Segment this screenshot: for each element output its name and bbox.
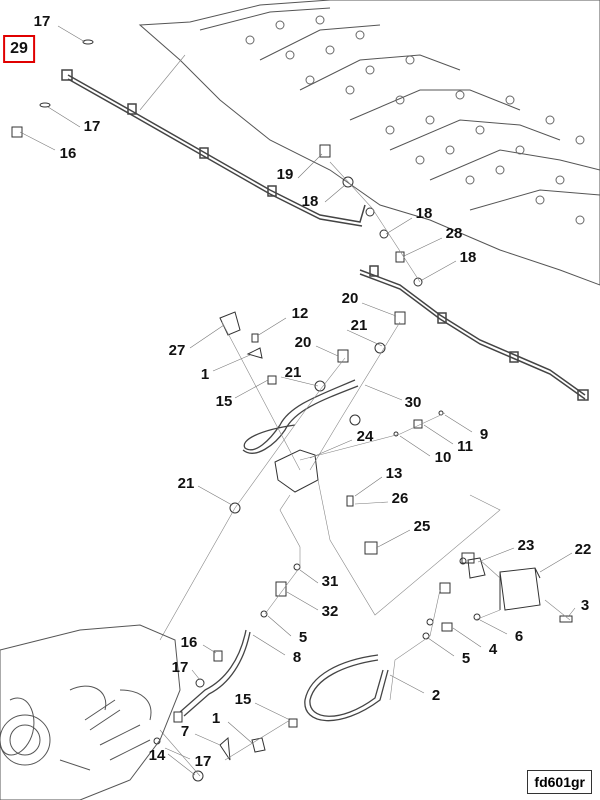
callout-10: 10: [434, 449, 452, 466]
callout-21: 21: [284, 364, 302, 381]
callout-18: 18: [301, 193, 319, 210]
callout-18: 18: [459, 249, 477, 266]
small-parts: [11, 39, 573, 782]
callout-22: 22: [574, 541, 592, 558]
callout-30: 30: [404, 394, 422, 411]
callout-15: 15: [234, 691, 252, 708]
callout-11: 11: [457, 438, 473, 455]
callout-9: 9: [479, 426, 489, 443]
callout-5: 5: [298, 629, 308, 646]
callout-1: 1: [200, 366, 210, 383]
engine-block: [138, 0, 600, 286]
callout-5: 5: [461, 650, 471, 667]
callout-28: 28: [445, 225, 463, 242]
diagram-reference-code: fd601gr: [527, 770, 592, 794]
callout-17: 17: [83, 118, 101, 135]
callout-16: 16: [180, 634, 198, 651]
alignment-lines: [139, 54, 571, 777]
callout-23: 23: [517, 537, 535, 554]
callout-3: 3: [580, 597, 590, 614]
injection-pump: [0, 624, 181, 800]
callout-8: 8: [292, 649, 302, 666]
callout-20: 20: [294, 334, 312, 351]
callout-32: 32: [321, 603, 339, 620]
callout-4: 4: [488, 641, 498, 658]
callout-18: 18: [415, 205, 433, 222]
callout-31: 31: [321, 573, 339, 590]
callout-25: 25: [413, 518, 431, 535]
callout-19: 19: [276, 166, 294, 183]
hoses: [179, 379, 389, 722]
callout-26: 26: [391, 490, 409, 507]
callout-12: 12: [291, 305, 309, 322]
callout-21: 21: [350, 317, 368, 334]
callout-13: 13: [385, 465, 403, 482]
callout-21: 21: [177, 475, 195, 492]
upper-fuel-line: [61, 69, 589, 401]
leader-lines: [19, 25, 576, 776]
callout-17: 17: [33, 13, 51, 30]
callout-29-highlighted[interactable]: 29: [3, 35, 35, 63]
callout-17: 17: [194, 753, 212, 770]
callout-17: 17: [171, 659, 189, 676]
callout-1: 1: [211, 710, 221, 727]
callout-15: 15: [215, 393, 233, 410]
callout-2: 2: [431, 687, 441, 704]
callout-16: 16: [59, 145, 77, 162]
callout-14: 14: [148, 747, 166, 764]
callout-27: 27: [168, 342, 186, 359]
callout-20: 20: [341, 290, 359, 307]
callout-7: 7: [180, 723, 190, 740]
callout-24: 24: [356, 428, 374, 445]
callout-6: 6: [514, 628, 524, 645]
